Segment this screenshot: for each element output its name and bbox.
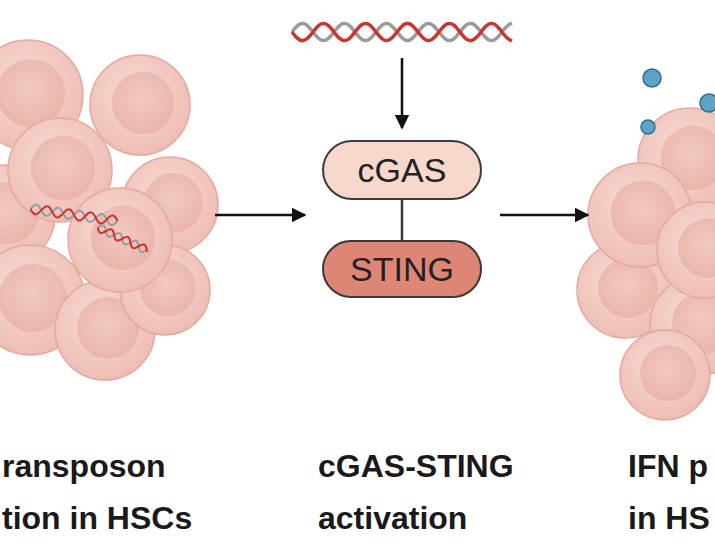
stage-caption: IFN p in HS <box>628 440 713 544</box>
flow-arrow <box>401 58 404 128</box>
sensor-box: cGAS <box>322 140 482 200</box>
node-label: STING <box>334 246 470 293</box>
flow-arrow <box>215 214 305 217</box>
adaptor-box: STING <box>322 240 482 298</box>
ifn-dot <box>641 120 655 134</box>
cell-cluster <box>577 108 715 420</box>
flow-arrow <box>500 214 588 217</box>
interferon-dots <box>641 69 715 134</box>
stage-caption-text: IFN p in HS <box>628 448 710 536</box>
cell <box>68 188 172 292</box>
cell <box>620 330 710 420</box>
node-label: cGAS <box>342 147 463 194</box>
stage-caption: ransposon tion in HSCs <box>2 440 214 544</box>
link-line <box>401 200 404 240</box>
ifn-dot <box>643 69 661 87</box>
stage-caption-text: ransposon tion in HSCs <box>2 448 192 536</box>
cell-cluster <box>0 40 218 380</box>
stage-caption: cGAS-STING activation <box>318 440 538 544</box>
dna-helix <box>30 23 512 254</box>
ifn-dot <box>700 94 715 112</box>
cell <box>657 202 715 298</box>
cell <box>90 55 190 155</box>
stage-caption-text: cGAS-STING activation <box>318 448 514 536</box>
